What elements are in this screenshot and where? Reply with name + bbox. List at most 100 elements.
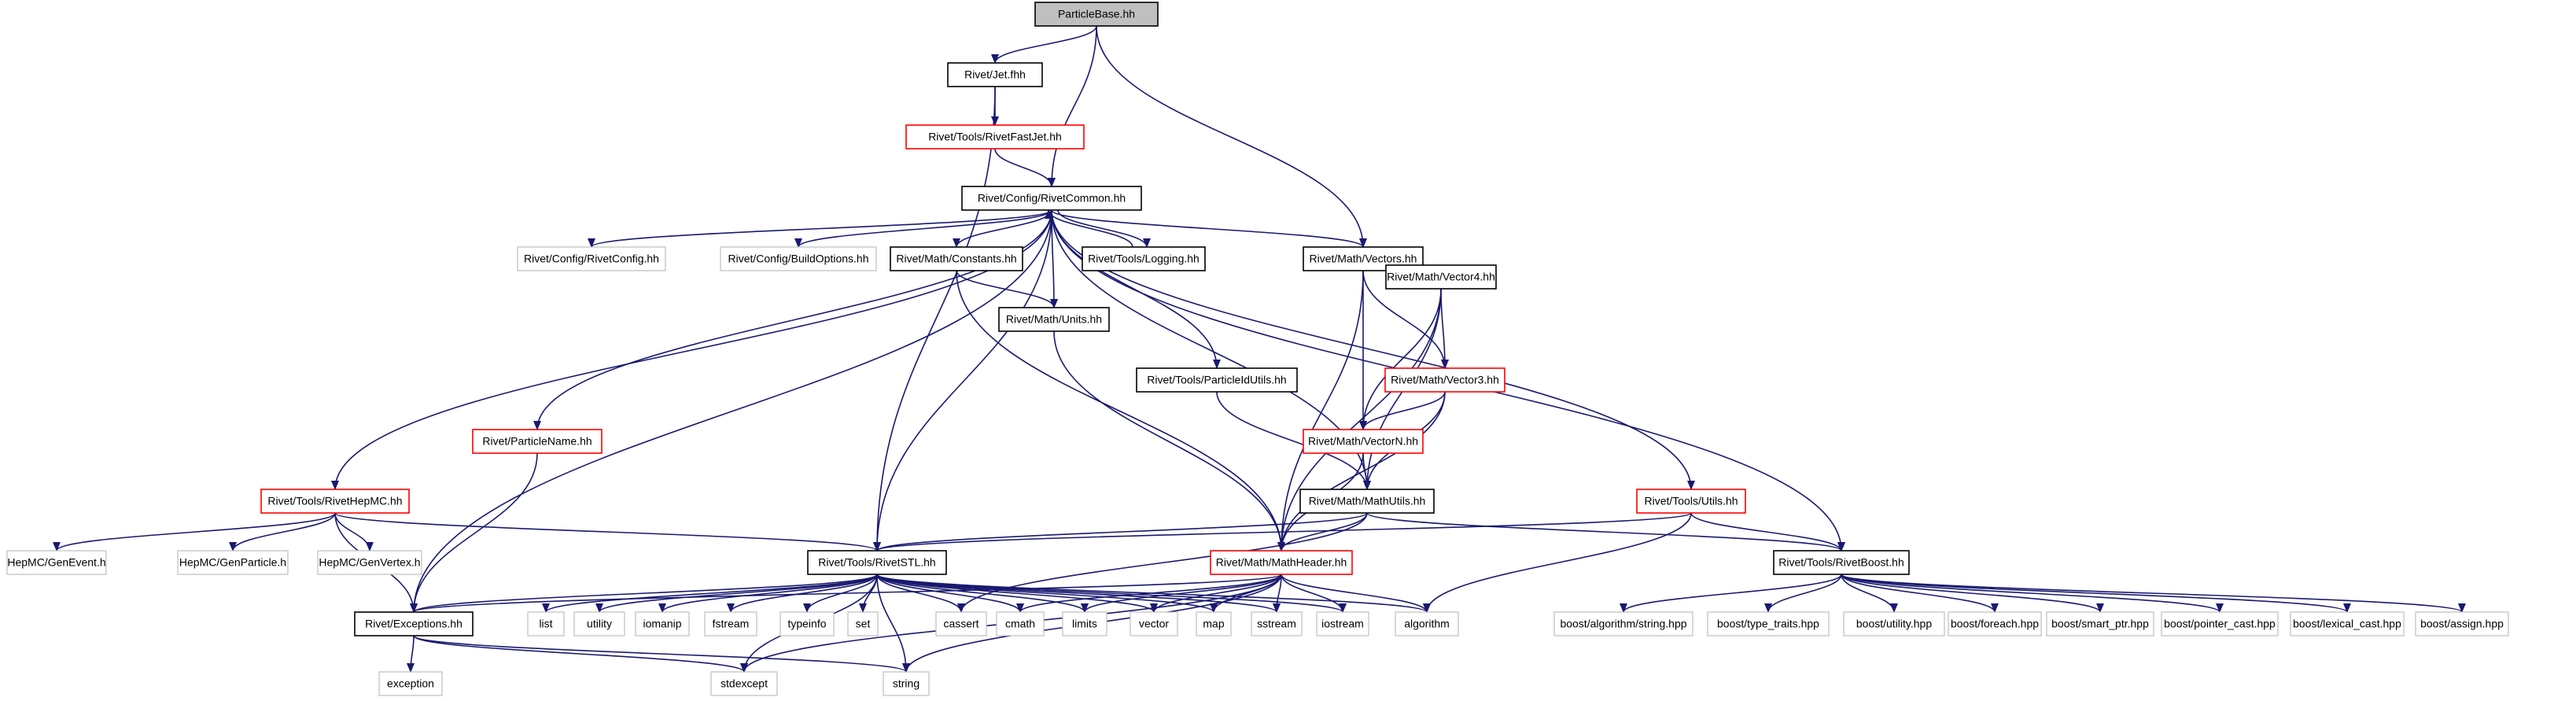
edges-layer (53, 25, 2466, 673)
edge-mathheader-to-limits (1081, 574, 1282, 613)
edge-mathheader-to-cmath (1016, 574, 1282, 613)
edge-stl-to-exceptions (410, 574, 878, 613)
node-label: boost/foreach.hpp (1951, 618, 2039, 630)
edge-toolsutils-to-boost (1690, 512, 1845, 552)
node-label: iostream (1321, 618, 1364, 630)
node-box (1707, 611, 1830, 636)
edge-hepmc-to-stl (334, 512, 881, 552)
node-box (1553, 611, 1693, 636)
node-label: Rivet/Config/RivetConfig.hh (524, 253, 659, 265)
edge-mathheader-to-vector (1150, 574, 1282, 613)
edge-boost-to-butility (1841, 574, 1898, 613)
node-boost[interactable]: Rivet/Tools/RivetBoost.hh (1773, 550, 1910, 575)
node-label: boost/type_traits.hpp (1717, 618, 1819, 630)
edge-common-to-exceptions (410, 209, 1052, 613)
node-box (2161, 611, 2279, 636)
node-label: Rivet/Math/Constants.hh (896, 253, 1016, 265)
edge-pidutils-to-mathutils (1216, 391, 1371, 490)
node-box (1303, 429, 1424, 454)
edge-hepmc-to-genparticle (229, 512, 336, 552)
edge-mathutils-to-mathheader (1277, 512, 1368, 552)
edge-boost-to-blexicalcast (1841, 574, 2351, 613)
node-box (1034, 2, 1159, 27)
node-exception: exception (378, 671, 443, 696)
node-particlename[interactable]: Rivet/ParticleName.hh (472, 429, 603, 454)
node-limits: limits (1062, 611, 1107, 636)
node-label: Rivet/Tools/RivetSTL.hh (818, 556, 935, 569)
node-box (1136, 367, 1298, 393)
node-box (635, 611, 690, 636)
node-label: boost/pointer_cast.hpp (2164, 618, 2276, 630)
node-vector3[interactable]: Rivet/Math/Vector3.hh (1384, 367, 1505, 393)
node-box (1636, 489, 1746, 514)
node-units[interactable]: Rivet/Math/Units.hh (998, 307, 1110, 332)
node-label: boost/utility.hpp (1856, 618, 1932, 630)
nodes-layer: ParticleBase.hhRivet/Jet.fhhRivet/Tools/… (6, 2, 2509, 696)
node-toolsutils[interactable]: Rivet/Tools/Utils.hh (1636, 489, 1746, 514)
node-blexicalcast: boost/lexical_cast.hpp (2290, 611, 2405, 636)
node-constants[interactable]: Rivet/Math/Constants.hh (890, 246, 1023, 271)
node-label: HepMC/GenEvent.h (7, 556, 105, 569)
node-genvertex: HepMC/GenVertex.h (317, 550, 422, 575)
node-label: Rivet/Math/Vector3.hh (1391, 374, 1499, 386)
edge-vector4-to-vectorn (1359, 288, 1442, 430)
node-algorithm: algorithm (1395, 611, 1459, 636)
edge-boost-to-bsmartptr (1841, 574, 2104, 613)
node-label: Rivet/Config/BuildOptions.hh (728, 253, 869, 265)
edge-fastjet-to-common (994, 148, 1056, 187)
node-label: Rivet/Math/VectorN.hh (1308, 435, 1418, 448)
edge-mathheader-to-exceptions (410, 574, 1282, 613)
node-label: map (1203, 618, 1224, 630)
node-logging[interactable]: Rivet/Tools/Logging.hh (1082, 246, 1206, 271)
edge-boost-to-bassign (1841, 574, 2466, 613)
edge-stl-to-cassert (876, 574, 965, 613)
node-particlebase[interactable]: ParticleBase.hh (1034, 2, 1159, 27)
node-genevent: HepMC/GenEvent.h (6, 550, 107, 575)
node-vectorn[interactable]: Rivet/Math/VectorN.hh (1303, 429, 1424, 454)
node-label: vector (1139, 618, 1169, 630)
node-bpointercast: boost/pointer_cast.hpp (2161, 611, 2279, 636)
edge-mathheader-to-algorithm (1281, 574, 1431, 613)
node-pidutils[interactable]: Rivet/Tools/ParticleIdUtils.hh (1136, 367, 1298, 393)
node-box (2415, 611, 2509, 636)
edge-toolsutils-to-stl (873, 512, 1692, 552)
node-mathutils[interactable]: Rivet/Math/MathUtils.hh (1299, 489, 1435, 514)
node-box (905, 124, 1085, 149)
edge-jetfhh-to-stl (873, 86, 996, 552)
node-vector4[interactable]: Rivet/Math/Vector4.hh (1385, 264, 1497, 290)
edge-mathutils-to-stl (873, 512, 1368, 552)
node-box (378, 671, 443, 696)
node-list: list (527, 611, 565, 636)
edge-boost-to-balgstring (1620, 574, 1842, 613)
node-box (1316, 611, 1369, 636)
node-box (1948, 611, 2042, 636)
node-mathheader[interactable]: Rivet/Math/MathHeader.hh (1210, 550, 1353, 575)
node-box (1384, 367, 1505, 393)
node-label: HepMC/GenVertex.h (319, 556, 420, 569)
edge-common-to-constants (953, 209, 1052, 248)
node-bassign: boost/assign.hpp (2415, 611, 2509, 636)
node-rivetconfig: Rivet/Config/RivetConfig.hh (517, 246, 666, 271)
node-bsmartptr: boost/smart_ptr.hpp (2046, 611, 2154, 636)
node-label: Rivet/Tools/Logging.hh (1088, 253, 1200, 265)
node-jetfhh[interactable]: Rivet/Jet.fhh (947, 62, 1043, 87)
node-hepmc[interactable]: Rivet/Tools/RivetHepMC.hh (260, 489, 410, 514)
edge-stl-to-utility (595, 574, 878, 613)
edge-common-to-pidutils (1051, 209, 1221, 369)
node-label: list (539, 618, 552, 630)
edge-vectors-to-mathheader (1277, 270, 1364, 552)
node-common[interactable]: Rivet/Config/RivetCommon.hh (961, 186, 1142, 211)
node-label: Rivet/Tools/RivetFastJet.hh (928, 131, 1062, 143)
node-stl[interactable]: Rivet/Tools/RivetSTL.hh (807, 550, 947, 575)
node-box (527, 611, 565, 636)
node-exceptions[interactable]: Rivet/Exceptions.hh (354, 611, 474, 636)
node-fstream: fstream (704, 611, 757, 636)
node-label: ParticleBase.hh (1058, 8, 1135, 20)
node-fastjet[interactable]: Rivet/Tools/RivetFastJet.hh (905, 124, 1085, 149)
node-cassert: cassert (935, 611, 987, 636)
node-label: Rivet/Tools/Utils.hh (1644, 495, 1738, 507)
node-typeinfo: typeinfo (779, 611, 835, 636)
edge-exceptions-to-string (413, 635, 910, 673)
edge-hepmc-to-genvertex (334, 512, 374, 552)
